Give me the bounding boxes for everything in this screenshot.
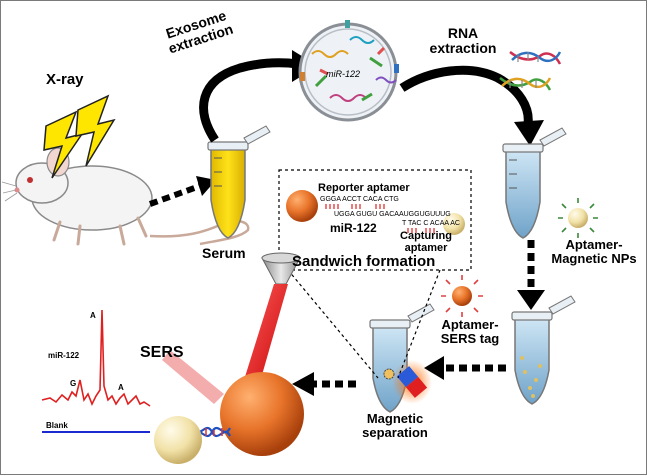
spectrum-plot [41,309,151,433]
magnetic-separation-line1: Magnetic [366,411,424,426]
rna-tube-icon [502,127,567,239]
sequence-middle: UGGA GUGU GACAAUGGUGUUUG [334,211,451,218]
spectrum-mir-line [41,309,151,407]
capturing-aptamer-line2: aptamer [404,242,448,255]
sandwich-mir-label: miR-122 [330,221,377,235]
arrow-serum-to-exosome [199,58,299,143]
lightning-icon [43,94,116,179]
peak-g-label: G [70,379,77,388]
rna-icon [499,51,562,91]
reporter-aptamer-label: Reporter aptamer [318,182,410,194]
aptamer-sers-label: Aptamer- SERS tag [430,317,510,347]
arrow-rna-to-sers-tube [517,240,545,310]
capture-tube-icon [511,295,576,405]
aptamer-magnetic-label: Aptamer- Magnetic NPs [544,237,644,267]
arrow-mouse-to-serum [148,176,216,207]
arrow-exosome-to-rna [399,65,533,125]
rna-extraction-label: RNA extraction [418,25,508,57]
lens-icon [261,252,301,285]
magnetic-separation-label: Magnetic separation [350,411,440,441]
sequence-bottom: T TAC C ACAA AC [402,220,460,227]
exosome-icon [298,20,399,122]
magnetic-np-icon [558,198,598,238]
rna-extraction-line2: extraction [429,40,497,57]
aptamer-magnetic-line2: Magnetic NPs [551,251,637,267]
sers-label: SERS [140,344,184,361]
sers-capture-np [154,416,202,464]
rna-extraction-line1: RNA [447,25,479,41]
reporter-np-icon [286,190,318,222]
exosome-mir-label: miR-122 [326,69,361,79]
laser-beam-main [244,284,288,382]
aptamer-magnetic-line1: Aptamer- [565,237,623,252]
spectrum-blank-label: Blank [46,421,68,430]
mouse-icon [1,147,250,246]
aptamer-sers-line2: SERS tag [440,331,500,347]
capturing-aptamer-label: Capturing aptamer [396,230,456,254]
arrow-to-magnetic-separation [424,356,506,380]
peak-a-right-label: A [118,383,124,392]
laser-beam-side [162,350,224,404]
sequence-top: GGGA ACCT CACA CTG [320,196,399,203]
magnetic-separation-line2: separation [362,425,428,441]
sandwich-callout-lines [287,269,441,379]
sers-tag-icon [441,275,483,317]
sers-reporter-np [220,372,304,456]
arrow-to-sers [292,372,356,396]
arrow-head-rna [514,120,544,146]
serum-tube-icon [207,125,271,239]
capture-np-icon [443,213,465,235]
base-pairs [325,204,435,233]
capturing-aptamer-line1: Capturing [400,230,452,242]
serum-label: Serum [202,245,246,261]
spectrum-mir-label: miR-122 [48,351,80,360]
xray-label: X-ray [46,71,84,88]
sandwich-box [278,169,472,271]
peak-a-top-label: A [90,311,96,320]
magnet-icon [392,360,432,404]
sandwich-formation-title: Sandwich formation [292,253,436,270]
aptamer-sers-line1: Aptamer- [441,317,499,332]
